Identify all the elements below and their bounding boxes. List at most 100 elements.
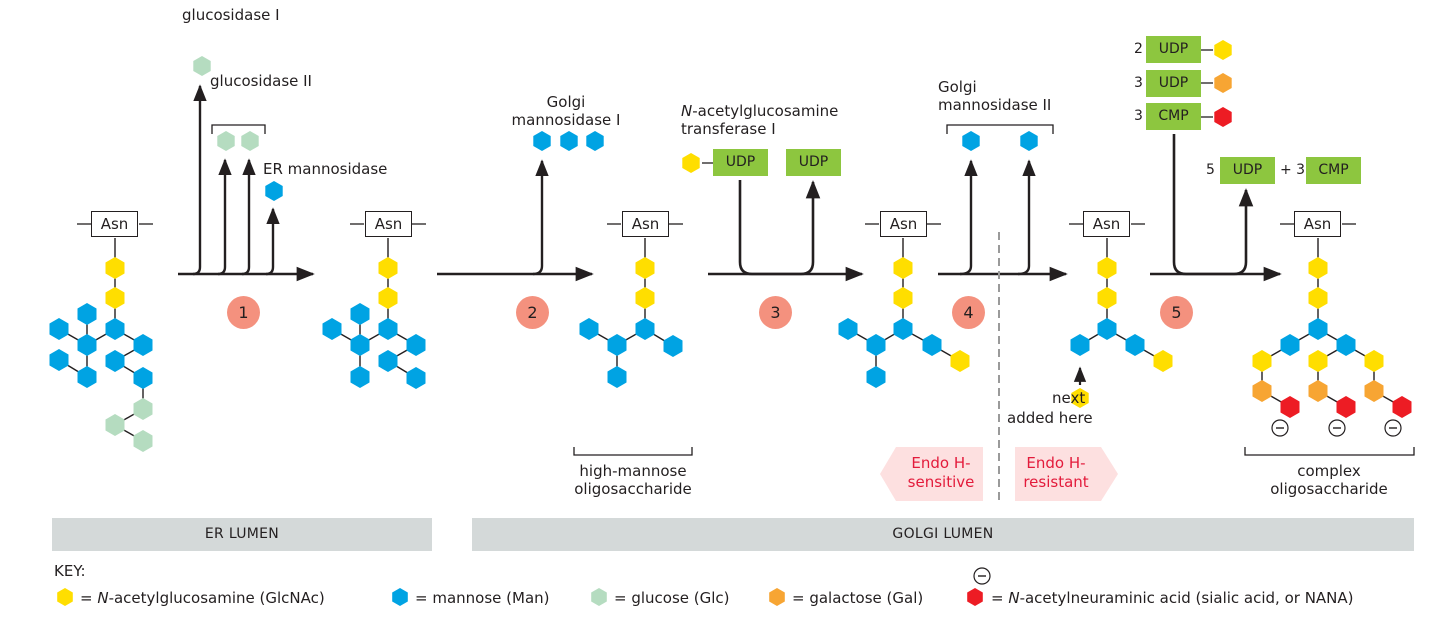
mannose-hex-icon bbox=[378, 350, 398, 372]
next-label-line1: next bbox=[1052, 389, 1086, 407]
glcnac-hex-icon bbox=[893, 257, 913, 279]
mannose-hex-icon bbox=[322, 318, 342, 340]
mannose-hex-icon bbox=[133, 367, 153, 389]
glcnac-transferase-line1: -acetylglucosamine bbox=[692, 102, 839, 120]
glcnac-hex-icon bbox=[1097, 287, 1117, 309]
glcnac-hex-icon bbox=[1308, 350, 1328, 372]
glcnac-hex-icon bbox=[1214, 40, 1232, 60]
mannose-hex-icon bbox=[533, 131, 551, 151]
glcnac-hex-icon bbox=[1153, 350, 1173, 372]
donor-count-3: 3 bbox=[1134, 108, 1143, 124]
endo-resistant-line2: resistant bbox=[1023, 473, 1089, 491]
product-plus: + 3 bbox=[1280, 162, 1306, 178]
product-cmp-box: CMP bbox=[1306, 157, 1361, 184]
mannose-hex-icon bbox=[922, 334, 942, 356]
golgi-mannosidase-2b-arrow bbox=[1017, 159, 1036, 276]
mannose-hex-icon bbox=[560, 131, 578, 151]
mannose-hex-icon bbox=[663, 335, 683, 357]
asn-box-1: Asn bbox=[91, 211, 138, 237]
glucose-hex-icon bbox=[105, 414, 125, 436]
mannose-hex-icon bbox=[133, 334, 153, 356]
endo-resistant-line1: Endo H- bbox=[1026, 454, 1086, 472]
mannose-hex-icon bbox=[350, 334, 370, 356]
endo-sensitive-line2: sensitive bbox=[907, 473, 975, 491]
complex-bracket bbox=[1244, 447, 1415, 456]
glcnac-hex-icon bbox=[635, 257, 655, 279]
endo-sensitive-line1: Endo H- bbox=[911, 454, 971, 472]
donor-carrier-1: UDP bbox=[1146, 36, 1201, 63]
golgi-mannosidase-1-line1: Golgi bbox=[546, 93, 586, 111]
mannose-hex-icon bbox=[866, 366, 886, 388]
galactose-hex-icon bbox=[1364, 380, 1384, 402]
glucose-hex-icon bbox=[217, 131, 235, 151]
glucose-hex-icon bbox=[591, 588, 607, 606]
donor-count-2: 3 bbox=[1134, 75, 1143, 91]
glcnac-transferase-label: N-acetylglucosamine transferase I bbox=[681, 102, 838, 138]
donor-count-1: 2 bbox=[1134, 41, 1143, 57]
high-mannose-label: high-mannose oligosaccharide bbox=[574, 462, 692, 498]
mannose-hex-icon bbox=[1308, 318, 1328, 340]
glcnac-hex-icon bbox=[105, 257, 125, 279]
udp-release-arrow bbox=[738, 180, 821, 276]
nana-hex-icon bbox=[1336, 396, 1356, 418]
asn-box-5: Asn bbox=[1083, 211, 1130, 237]
key-title: KEY: bbox=[54, 562, 86, 580]
next-label-line2: added here bbox=[1007, 409, 1093, 427]
mannose-hex-icon bbox=[893, 318, 913, 340]
key-item-galactose: = galactose (Gal) bbox=[792, 589, 924, 607]
high-mannose-line1: high-mannose bbox=[579, 462, 687, 480]
product-udp-count: 5 bbox=[1206, 162, 1215, 178]
golgi-mannosidase-2-line2: mannosidase II bbox=[938, 96, 1052, 114]
nana-hex-icon bbox=[1214, 107, 1232, 127]
mannose-hex-icon bbox=[1070, 334, 1090, 356]
glcnac-hex-icon bbox=[1364, 350, 1384, 372]
udp-product-box: UDP bbox=[786, 149, 841, 176]
complex-label: complex oligosaccharide bbox=[1270, 462, 1388, 498]
mannose-hex-icon bbox=[607, 366, 627, 388]
mannose-hex-icon bbox=[1336, 334, 1356, 356]
mannose-hex-icon bbox=[350, 303, 370, 325]
er-mannosidase-label: ER mannosidase bbox=[263, 160, 388, 178]
endo-h-resistant-arrow bbox=[1015, 447, 1118, 501]
endo-h-sensitive-arrow bbox=[880, 447, 983, 501]
nana-hex-icon bbox=[1392, 396, 1412, 418]
glucosidase-2a-arrow bbox=[217, 158, 232, 276]
step-3-badge: 3 bbox=[759, 296, 792, 329]
donor-carrier-2: UDP bbox=[1146, 70, 1201, 97]
glcnac-hex-icon bbox=[57, 588, 73, 606]
mannose-hex-icon bbox=[1097, 318, 1117, 340]
mannose-hex-icon bbox=[406, 367, 426, 389]
mannose-hex-icon bbox=[866, 334, 886, 356]
glucose-hex-icon bbox=[133, 430, 153, 452]
golgi-mannosidase-2-bracket bbox=[946, 124, 1054, 134]
glucose-hex-icon bbox=[241, 131, 259, 151]
endo-h-sensitive-label: Endo H- sensitive bbox=[895, 454, 987, 492]
italic-n: N bbox=[681, 102, 693, 120]
golgi-mannosidase-1-line2: mannosidase I bbox=[511, 111, 621, 129]
galactose-hex-icon bbox=[1214, 73, 1232, 93]
galactose-hex-icon bbox=[769, 588, 785, 606]
asn-box-2: Asn bbox=[365, 211, 412, 237]
er-mannosidase-arrow bbox=[265, 207, 280, 276]
mannose-hex-icon bbox=[1280, 334, 1300, 356]
glcnac-hex-icon bbox=[105, 287, 125, 309]
nana-hex-icon bbox=[1280, 396, 1300, 418]
mannose-hex-icon bbox=[105, 318, 125, 340]
galactose-hex-icon bbox=[1308, 380, 1328, 402]
complex-line2: oligosaccharide bbox=[1270, 480, 1388, 498]
mannose-hex-icon bbox=[406, 334, 426, 356]
udp-donor-box: UDP bbox=[713, 149, 768, 176]
glcnac-hex-icon bbox=[1308, 287, 1328, 309]
glcnac-hex-icon bbox=[378, 257, 398, 279]
glcnac-hex-icon bbox=[1308, 257, 1328, 279]
glcnac-hex-icon bbox=[1071, 388, 1089, 408]
key-item-glcnac: = N-acetylglucosamine (GlcNAc) bbox=[80, 589, 325, 607]
mannose-hex-icon bbox=[607, 334, 627, 356]
golgi-mannosidase-2a-arrow bbox=[959, 159, 978, 276]
mannose-hex-icon bbox=[378, 318, 398, 340]
glucose-hex-icon bbox=[193, 56, 211, 76]
glucosidase-1-label: glucosidase I bbox=[182, 6, 280, 24]
step-4-badge: 4 bbox=[952, 296, 985, 329]
golgi-mannosidase-2-label: Golgi mannosidase II bbox=[938, 78, 1051, 114]
